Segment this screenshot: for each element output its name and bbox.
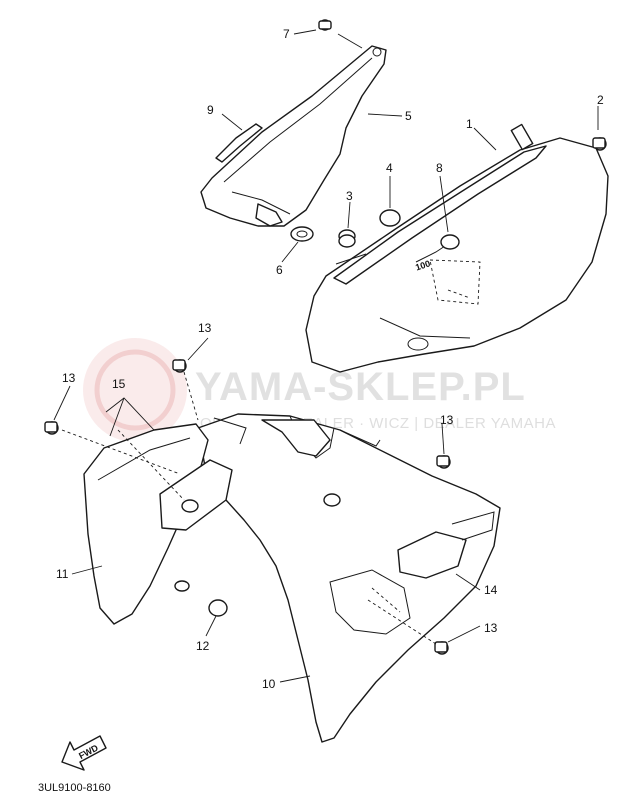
callout-2: 2 [597, 93, 604, 107]
callout-9: 9 [207, 103, 214, 117]
screw-13-lower [434, 641, 449, 655]
screw-13-left [44, 421, 59, 435]
callout-13-bottom: 13 [484, 621, 498, 635]
callout-6: 6 [276, 263, 283, 277]
grommet-6 [290, 226, 314, 242]
callout-8: 8 [436, 161, 443, 175]
collar-3 [338, 229, 356, 248]
watermark-logo-icon [83, 338, 187, 442]
callout-3: 3 [346, 189, 353, 203]
watermark-title: YAMA-SKLEP.PL [195, 365, 526, 409]
callout-5: 5 [405, 109, 412, 123]
callout-labels: 7 9 5 2 1 4 8 3 6 13 13 15 13 11 14 13 1… [56, 27, 604, 691]
grommet-4 [379, 209, 401, 227]
callout-11: 11 [56, 567, 69, 581]
part-1-side-cover: 100 [305, 123, 609, 373]
callout-14: 14 [484, 583, 498, 597]
fwd-arrow-icon: FWD [61, 735, 107, 771]
part-5-side-panel [200, 45, 387, 227]
screw-13-upper [436, 455, 451, 469]
part-1-decal-100: 100 [414, 258, 431, 272]
screw-7 [318, 19, 332, 31]
screw-13-top [172, 359, 187, 373]
callout-13-left: 13 [62, 371, 76, 385]
leader-lines [53, 29, 599, 683]
screw-2 [592, 137, 607, 151]
callout-1: 1 [466, 117, 473, 131]
grommet-12 [174, 580, 228, 617]
part-11-left-cover [61, 371, 247, 625]
callout-10: 10 [262, 677, 276, 691]
callout-4: 4 [386, 161, 393, 175]
part-code: 3UL9100-8160 [38, 782, 111, 794]
callout-7: 7 [283, 27, 290, 41]
callout-13-right: 13 [440, 413, 454, 427]
watermark: YAMA-SKLEP.PL OFICJALNY DEALER · WICZ | … [83, 338, 555, 442]
part-10-front-cover [197, 413, 501, 743]
callout-13-top: 13 [198, 321, 212, 335]
callout-15: 15 [112, 377, 126, 391]
callout-12: 12 [196, 639, 210, 653]
